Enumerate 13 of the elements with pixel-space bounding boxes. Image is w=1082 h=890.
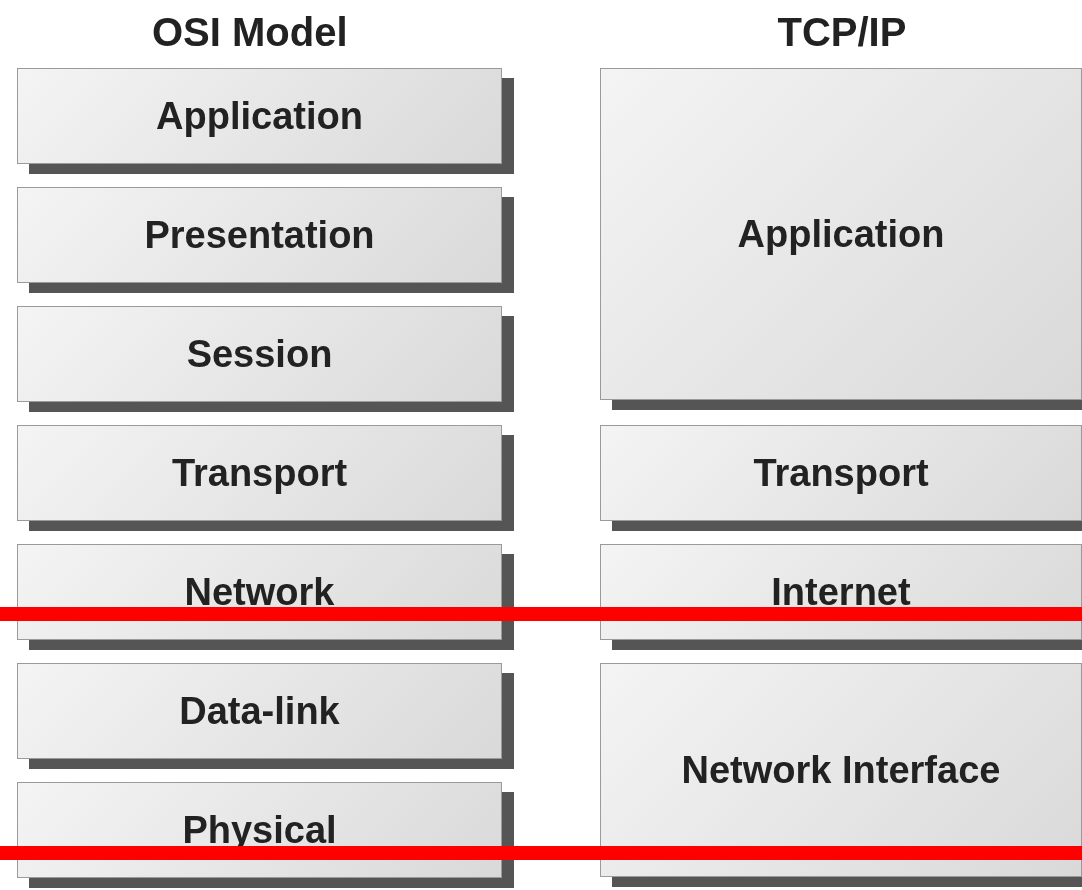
layer-name: Transport [171, 451, 348, 495]
layer-name: Data-link [179, 689, 340, 733]
layer-name: Physical [182, 808, 337, 852]
layer-name: Presentation [144, 213, 375, 257]
layer-name: Network Interface [681, 748, 1001, 792]
layer-name: Network [184, 570, 335, 614]
layer-name: Internet [771, 570, 911, 614]
layer-name: Transport [753, 451, 929, 495]
layer-name: Application [156, 94, 363, 138]
column-heading: TCP/IP [777, 10, 907, 55]
layer-name: Application [737, 212, 945, 256]
layer-name: Session [186, 332, 333, 376]
column-heading: OSI Model [152, 10, 348, 55]
